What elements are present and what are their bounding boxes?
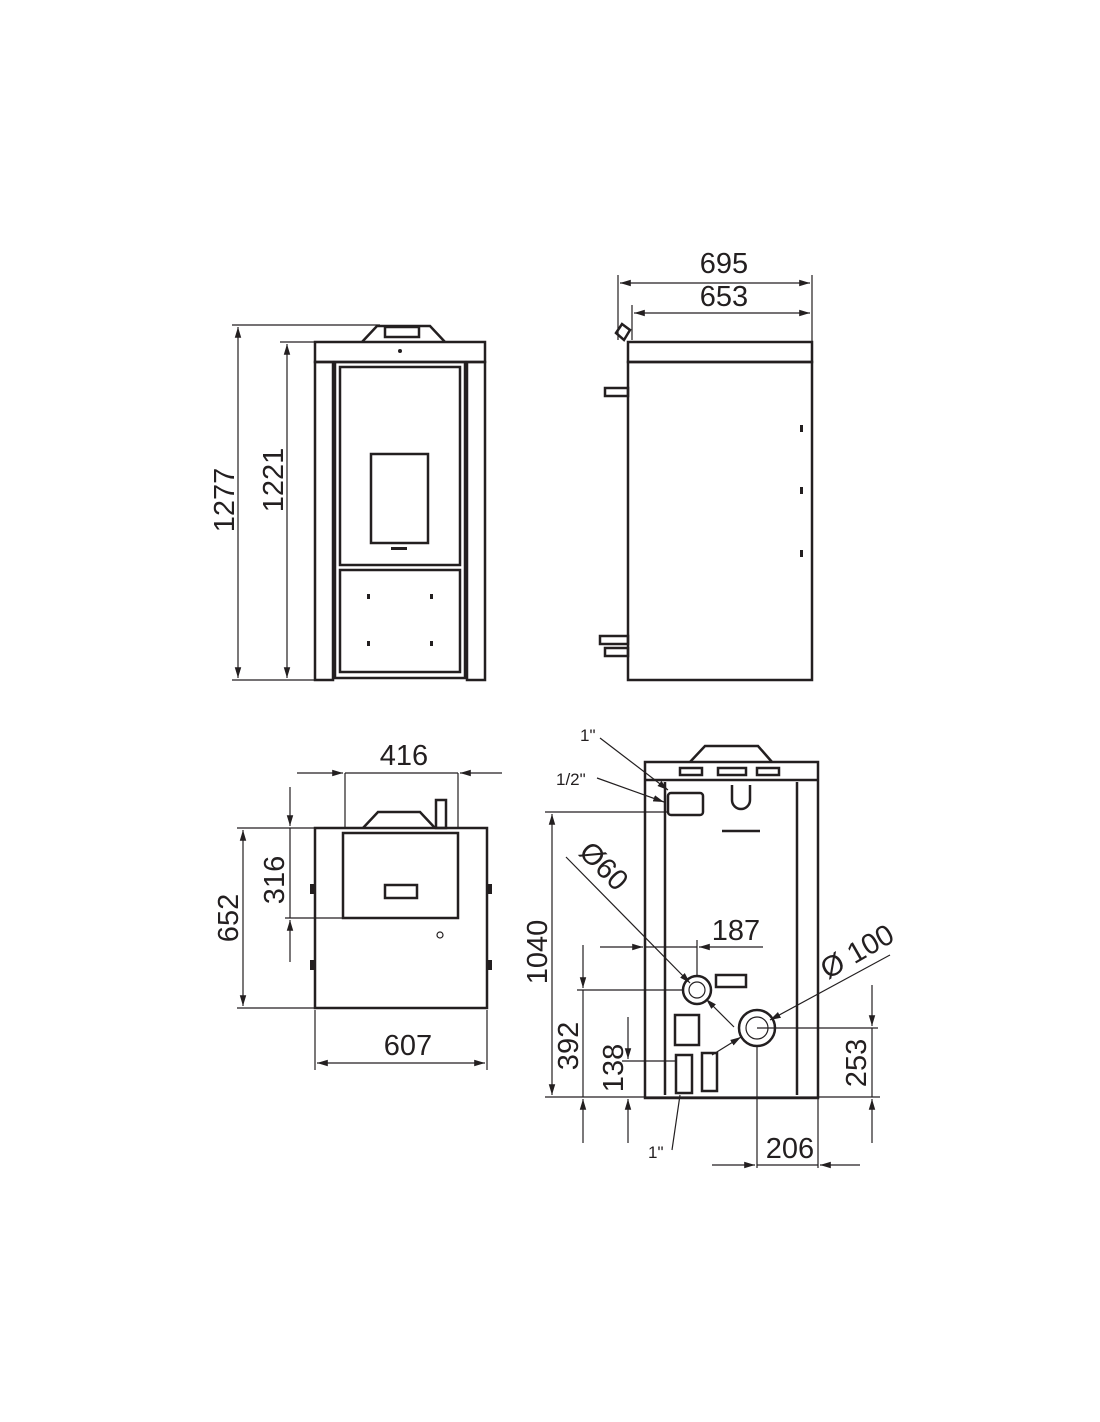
label-fitting-half-in: 1/2"	[556, 770, 586, 789]
top-body	[313, 826, 489, 1010]
glass-window	[369, 452, 430, 545]
side-body	[626, 360, 814, 682]
dim-label-607: 607	[384, 1030, 432, 1062]
dim-label-416: 416	[380, 740, 428, 772]
dim-label-206: 206	[766, 1133, 814, 1165]
top-view: 416 652 316 607	[213, 740, 502, 1070]
label-fitting-1in-top: 1"	[580, 726, 596, 745]
dim-label-1221: 1221	[258, 448, 290, 513]
dim-label-138: 138	[598, 1044, 630, 1092]
upper-door	[338, 365, 462, 567]
lower-panel	[338, 568, 462, 674]
dim-label-187: 187	[712, 915, 760, 947]
dim-label-316: 316	[259, 856, 291, 904]
dim-label-253: 253	[841, 1039, 873, 1087]
top-handle	[361, 324, 446, 343]
rear-view: 1" 1/2" Ø60 Ø 100 1" 1040 392 138 253 18…	[522, 726, 900, 1169]
label-diameter-60: Ø60	[573, 836, 634, 897]
label-diameter-100: Ø 100	[815, 919, 899, 986]
dim-label-392: 392	[553, 1022, 585, 1070]
rear-body	[643, 760, 820, 1100]
side-view: 695 653	[598, 248, 814, 682]
label-fitting-1in-bottom: 1"	[648, 1143, 664, 1162]
front-view: 1277 1221	[209, 324, 487, 682]
dim-label-653: 653	[700, 281, 748, 313]
dim-label-652: 652	[213, 894, 245, 942]
dim-label-695: 695	[700, 248, 748, 280]
dim-label-1040: 1040	[522, 920, 554, 985]
dim-label-1277: 1277	[209, 468, 241, 533]
